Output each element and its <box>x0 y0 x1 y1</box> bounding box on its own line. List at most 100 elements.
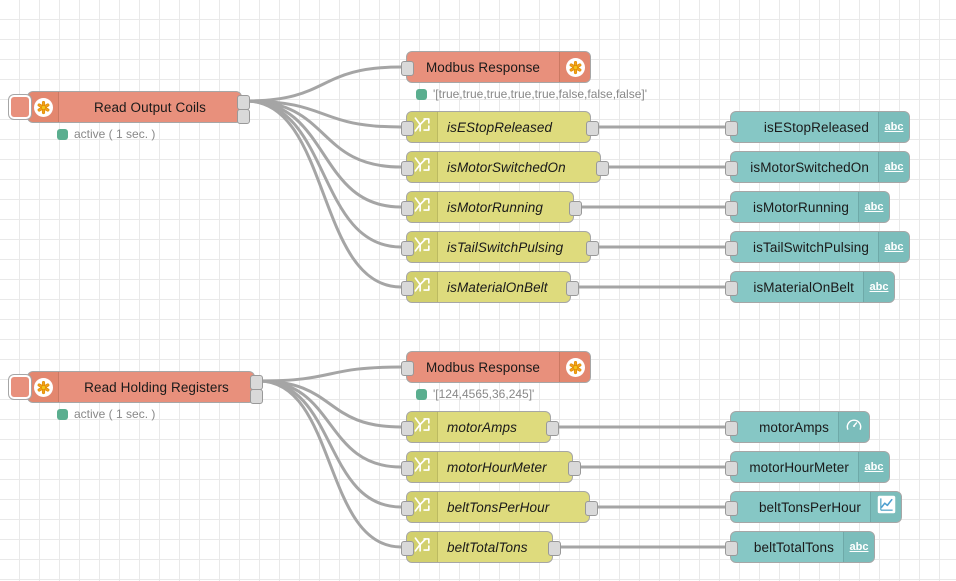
debug-input-port[interactable] <box>725 540 738 556</box>
change-node-isMotorSwitchedOn-label: isMotorSwitchedOn <box>447 159 566 175</box>
change-output-port[interactable] <box>566 280 579 296</box>
inject-output-port-2[interactable] <box>237 108 250 124</box>
wire <box>245 99 402 249</box>
abc-icon: abc <box>884 121 904 133</box>
shuffle-icon <box>413 495 432 519</box>
wire <box>245 99 402 209</box>
change-input-port[interactable] <box>401 160 414 176</box>
inject-node-registers[interactable]: Read Holding Registers <box>9 371 255 403</box>
change-output-port[interactable] <box>596 160 609 176</box>
change-output-port[interactable] <box>586 240 599 256</box>
change-node-beltTonsPerHour[interactable]: beltTonsPerHour <box>406 491 590 523</box>
wire <box>245 65 402 103</box>
debug-node-isTailSwitchPulsing-icon-band: abc <box>878 232 909 262</box>
debug-node-beltTonsPerHour[interactable]: beltTonsPerHour <box>730 491 902 523</box>
change-node-isTailSwitchPulsing[interactable]: isTailSwitchPulsing <box>406 231 591 263</box>
debug-input-port[interactable] <box>725 280 738 296</box>
inject-trigger-button[interactable] <box>9 375 31 399</box>
change-input-port[interactable] <box>401 120 414 136</box>
response-node-coils-icon-band <box>559 52 590 82</box>
debug-node-isMotorRunning-icon-band: abc <box>858 192 889 222</box>
change-node-beltTotalTons-label: beltTotalTons <box>447 539 528 555</box>
change-output-port[interactable] <box>548 540 561 556</box>
change-node-isMaterialOnBelt[interactable]: isMaterialOnBelt <box>406 271 571 303</box>
inject-node-registers-label: Read Holding Registers <box>84 379 229 395</box>
debug-node-beltTonsPerHour-label: beltTonsPerHour <box>758 499 861 515</box>
inject-output-port-1[interactable] <box>237 94 250 110</box>
response-node-registers[interactable]: Modbus Response <box>406 351 591 383</box>
response-node-registers-icon-band <box>559 352 590 382</box>
debug-input-port[interactable] <box>725 160 738 176</box>
debug-input-port[interactable] <box>725 500 738 516</box>
response-status-registers: '[124,4565,36,245]' <box>416 387 534 401</box>
inject-status-coils-text: active ( 1 sec. ) <box>74 127 156 141</box>
response-input-port[interactable] <box>401 360 414 376</box>
change-input-port[interactable] <box>401 420 414 436</box>
change-input-port[interactable] <box>401 500 414 516</box>
shuffle-icon <box>413 535 432 559</box>
change-input-port[interactable] <box>401 240 414 256</box>
change-node-beltTotalTons[interactable]: beltTotalTons <box>406 531 553 563</box>
debug-node-motorAmps[interactable]: motorAmps <box>730 411 870 443</box>
inject-node-coils[interactable]: Read Output Coils <box>9 91 242 123</box>
change-node-isMotorRunning-label: isMotorRunning <box>447 199 543 215</box>
change-output-port[interactable] <box>585 500 598 516</box>
change-node-isMotorSwitchedOn-icon-band <box>407 152 438 182</box>
wire <box>258 379 402 469</box>
change-node-motorHourMeter[interactable]: motorHourMeter <box>406 451 573 483</box>
wire <box>258 379 402 429</box>
change-input-port[interactable] <box>401 280 414 296</box>
debug-node-motorAmps-icon-band <box>838 412 869 442</box>
change-node-isEStopReleased[interactable]: isEStopReleased <box>406 111 591 143</box>
inject-output-port-2[interactable] <box>250 388 263 404</box>
debug-node-isEStopReleased[interactable]: isEStopReleased abc <box>730 111 910 143</box>
change-node-isMotorSwitchedOn[interactable]: isMotorSwitchedOn <box>406 151 601 183</box>
response-node-coils[interactable]: Modbus Response <box>406 51 591 83</box>
wire <box>258 365 402 383</box>
debug-input-port[interactable] <box>725 120 738 136</box>
change-input-port[interactable] <box>401 200 414 216</box>
wire <box>245 99 402 169</box>
inject-output-port-1[interactable] <box>250 374 263 390</box>
shuffle-icon <box>413 115 432 139</box>
debug-input-port[interactable] <box>725 460 738 476</box>
change-output-port[interactable] <box>569 200 582 216</box>
debug-input-port[interactable] <box>725 420 738 436</box>
change-input-port[interactable] <box>401 540 414 556</box>
change-node-motorHourMeter-label: motorHourMeter <box>447 459 547 475</box>
change-input-port[interactable] <box>401 460 414 476</box>
change-node-isMotorRunning[interactable]: isMotorRunning <box>406 191 574 223</box>
change-output-port[interactable] <box>568 460 581 476</box>
inject-status-coils-dot <box>57 128 68 140</box>
asterisk-icon <box>33 97 53 117</box>
inject-status-registers: active ( 1 sec. ) <box>57 407 155 421</box>
inject-node-registers-icon-band <box>28 372 59 402</box>
debug-node-beltTotalTons-label: beltTotalTons <box>753 539 834 555</box>
response-status-registers-dot <box>416 388 427 400</box>
response-status-coils-dot <box>416 88 427 100</box>
response-input-port[interactable] <box>401 60 414 76</box>
debug-input-port[interactable] <box>725 240 738 256</box>
asterisk-icon <box>565 57 585 77</box>
shuffle-icon <box>413 455 432 479</box>
wire <box>258 379 402 549</box>
change-node-motorAmps[interactable]: motorAmps <box>406 411 551 443</box>
debug-input-port[interactable] <box>725 200 738 216</box>
debug-node-isMaterialOnBelt-icon-band: abc <box>863 272 894 302</box>
abc-icon: abc <box>884 161 904 173</box>
debug-node-beltTonsPerHour-icon-band <box>870 492 901 522</box>
change-node-isEStopReleased-label: isEStopReleased <box>447 119 553 135</box>
change-node-isEStopReleased-icon-band <box>407 112 438 142</box>
response-status-coils: '[true,true,true,true,true,false,false,f… <box>416 87 647 101</box>
debug-node-isEStopReleased-label: isEStopReleased <box>763 119 869 135</box>
change-output-port[interactable] <box>586 120 599 136</box>
change-output-port[interactable] <box>546 420 559 436</box>
inject-trigger-button[interactable] <box>9 95 31 119</box>
